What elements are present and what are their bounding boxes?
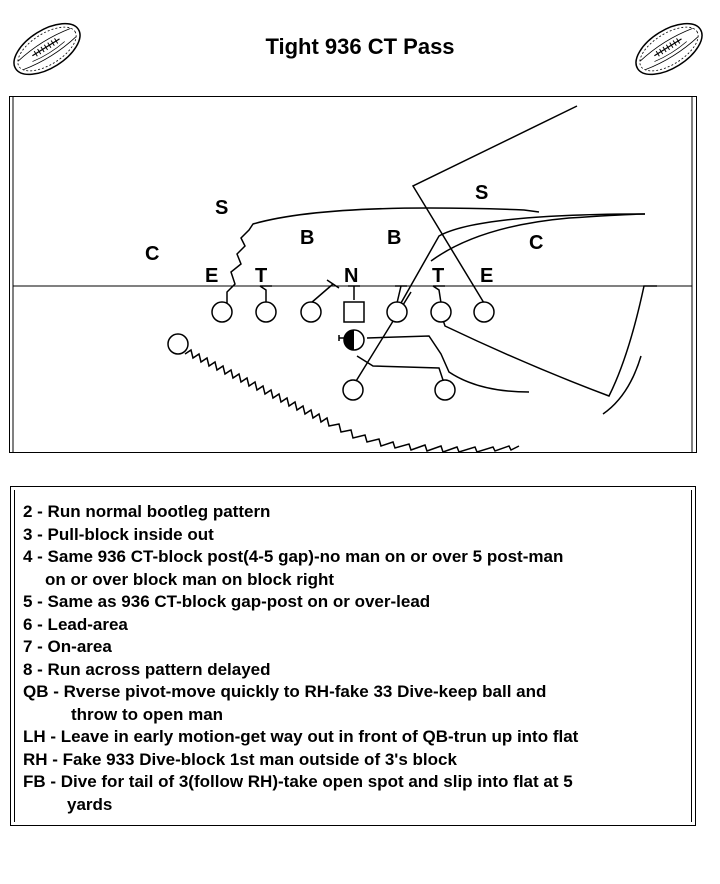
player-right-half bbox=[434, 379, 456, 401]
play-diagram: S S C C B B E T N T E bbox=[9, 96, 697, 453]
player-left-end bbox=[211, 301, 233, 323]
note-text: 3 - Pull-block inside out bbox=[23, 524, 214, 544]
note-item: 2 - Run normal bootleg pattern bbox=[23, 501, 578, 524]
player-right-tackle bbox=[430, 301, 452, 323]
note-item: 5 - Same as 936 CT-block gap-post on or … bbox=[23, 591, 578, 614]
defender-backer-right: B bbox=[387, 227, 401, 249]
note-text: LH - Leave in early motion-get way out i… bbox=[23, 727, 579, 746]
defender-tackle-right: T bbox=[432, 265, 444, 287]
note-item: QB - Rverse pivot-move quickly to RH-fak… bbox=[23, 681, 578, 726]
block-left-tackle bbox=[259, 285, 272, 303]
defender-end-right: E bbox=[480, 265, 493, 287]
note-item: LH - Leave in early motion-get way out i… bbox=[23, 726, 578, 749]
player-left-tackle bbox=[255, 301, 277, 323]
player-quarterback bbox=[343, 329, 365, 351]
defender-corner-left: C bbox=[145, 243, 159, 265]
field-border-outer bbox=[9, 96, 697, 453]
note-text: 7 - On-area bbox=[23, 637, 112, 656]
defender-safety-right: S bbox=[475, 182, 488, 204]
block-right-tackle bbox=[432, 285, 445, 304]
player-right-end bbox=[473, 301, 495, 323]
note-text: 4 - Same 936 CT-block post(4-5 gap)-no m… bbox=[23, 547, 564, 566]
note-text: FB - Dive for tail of 3(follow RH)-take … bbox=[23, 772, 573, 791]
player-left-half bbox=[167, 333, 189, 355]
route-flat-right bbox=[438, 285, 657, 397]
note-continuation: yards bbox=[67, 794, 113, 814]
defender-tackle-left: T bbox=[255, 265, 267, 287]
defender-corner-right: C bbox=[529, 232, 543, 254]
note-text: 5 - Same as 936 CT-block gap-post on or … bbox=[23, 592, 431, 611]
player-fullback bbox=[342, 379, 364, 401]
note-text: 8 - Run across pattern delayed bbox=[23, 659, 271, 679]
note-item: 7 - On-area bbox=[23, 636, 578, 659]
note-item: RH - Fake 933 Dive-block 1st man outside… bbox=[23, 749, 578, 772]
player-right-guard bbox=[386, 301, 408, 323]
route-across bbox=[400, 213, 646, 304]
route-right-end-post bbox=[411, 105, 578, 304]
note-text: RH - Fake 933 Dive-block 1st man outside… bbox=[23, 749, 457, 769]
play-notes-list: 2 - Run normal bootleg pattern 3 - Pull-b… bbox=[23, 501, 578, 816]
route-bootleg-motion bbox=[184, 348, 520, 453]
football-icon-left bbox=[13, 22, 81, 76]
note-item: 8 - Run across pattern delayed bbox=[23, 659, 578, 682]
block-right-guard bbox=[395, 285, 407, 304]
route-wide-right bbox=[602, 355, 642, 415]
block-center bbox=[348, 285, 360, 300]
note-text: QB - Rverse pivot-move quickly to RH-fak… bbox=[23, 682, 547, 701]
note-item: 6 - Lead-area bbox=[23, 614, 578, 637]
defender-backer-left: B bbox=[300, 227, 314, 249]
player-center bbox=[343, 301, 365, 323]
play-title: Tight 936 CT Pass bbox=[265, 34, 455, 59]
block-left-guard bbox=[310, 279, 340, 304]
defender-safety-left: S bbox=[215, 197, 228, 219]
route-left-end bbox=[226, 207, 540, 303]
defender-nose: N bbox=[344, 265, 358, 287]
note-item: FB - Dive for tail of 3(follow RH)-take … bbox=[23, 771, 578, 816]
note-item: 3 - Pull-block inside out bbox=[23, 524, 578, 547]
note-item: 4 - Same 936 CT-block post(4-5 gap)-no m… bbox=[23, 546, 578, 591]
defender-end-left: E bbox=[205, 265, 218, 287]
note-text: 2 - Run normal bootleg pattern bbox=[23, 502, 271, 521]
note-text: 6 - Lead-area bbox=[23, 614, 128, 634]
play-notes-box: 2 - Run normal bootleg pattern 3 - Pull-b… bbox=[10, 486, 696, 826]
player-left-guard bbox=[300, 301, 322, 323]
football-icon-right bbox=[635, 22, 703, 76]
route-rh-path bbox=[366, 335, 530, 393]
note-continuation: on or over block man on block right bbox=[45, 569, 335, 589]
note-continuation: throw to open man bbox=[71, 704, 224, 724]
